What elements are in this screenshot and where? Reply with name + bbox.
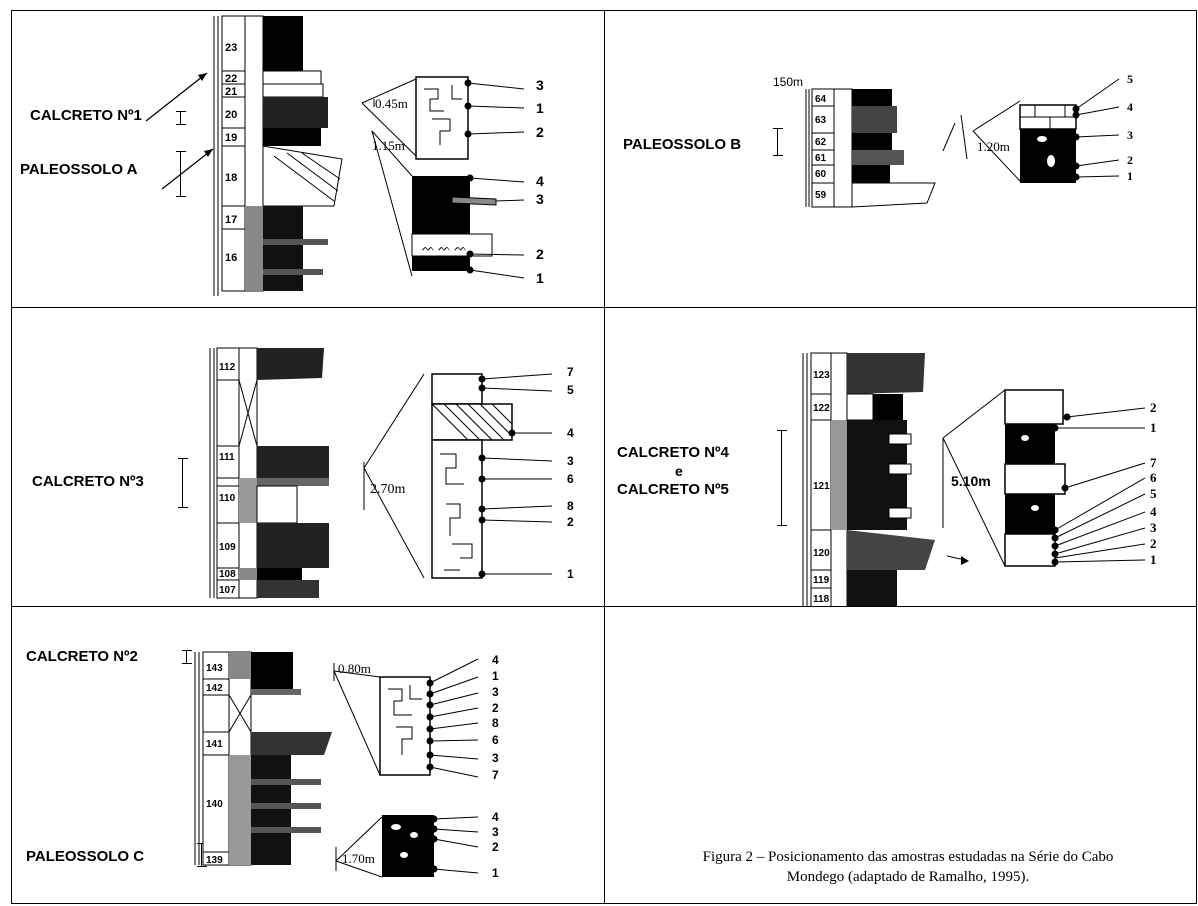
sample-d-6: 6 xyxy=(1150,470,1157,485)
sample-e-lower-1: 1 xyxy=(492,866,499,880)
sample-b-4: 4 xyxy=(1127,100,1133,114)
unit-107: 107 xyxy=(219,585,236,596)
panel-calcreto-4-5: CALCRETO Nº4 e CALCRETO Nº5 123 122 121 … xyxy=(604,307,1197,607)
unit-142: 142 xyxy=(206,683,223,694)
sample-a-lower-1: 1 xyxy=(536,270,544,286)
unit-112: 112 xyxy=(219,362,236,373)
sample-e-upper-3b: 3 xyxy=(492,751,499,765)
sample-a-lower-4: 4 xyxy=(536,173,544,189)
unit-60: 60 xyxy=(815,169,827,180)
figure-caption: Figura 2 – Posicionamento das amostras e… xyxy=(623,847,1193,887)
sample-e-upper-3: 3 xyxy=(492,685,499,699)
sample-e-upper-8: 8 xyxy=(492,716,499,730)
unit-123: 123 xyxy=(813,370,830,381)
unit-141: 141 xyxy=(206,739,223,750)
sample-c-3: 3 xyxy=(567,454,574,468)
unit-140: 140 xyxy=(206,799,223,810)
unit-64: 64 xyxy=(815,94,827,105)
sample-d-3: 3 xyxy=(1150,520,1157,535)
sample-d-2: 2 xyxy=(1150,536,1157,551)
unit-122: 122 xyxy=(813,403,830,414)
column-panel-e: 143 142 141 140 139 0.80m xyxy=(12,607,606,905)
sample-c-6: 6 xyxy=(567,472,574,486)
sample-a-lower-3: 3 xyxy=(536,191,544,207)
sample-c-5: 5 xyxy=(567,383,574,397)
unit-121: 121 xyxy=(813,481,830,492)
sample-e-lower-4: 4 xyxy=(492,810,499,824)
thickness-0-45: 0.45m xyxy=(375,96,408,111)
unit-143: 143 xyxy=(206,663,223,674)
unit-119: 119 xyxy=(813,575,830,586)
column-panel-b: 150m 64 63 62 61 60 59 xyxy=(605,11,1198,309)
unit-139: 139 xyxy=(206,855,223,866)
sample-a-upper-3: 3 xyxy=(536,77,544,93)
sample-e-lower-3: 3 xyxy=(492,825,499,839)
sample-b-2: 2 xyxy=(1127,153,1133,167)
column-panel-c: 112 111 110 109 108 107 2.70m xyxy=(12,308,606,608)
sample-c-7: 7 xyxy=(567,365,574,379)
sample-e-lower-2: 2 xyxy=(492,840,499,854)
unit-109: 109 xyxy=(219,542,236,553)
thickness-1-20: 1.20m xyxy=(977,139,1010,154)
unit-118: 118 xyxy=(813,594,830,605)
unit-120: 120 xyxy=(813,548,830,559)
panel-calcreto-2-paleossolo-c: CALCRETO Nº2 PALEOSSOLO C 143 142 141 14… xyxy=(11,606,605,904)
sample-a-upper-1: 1 xyxy=(536,100,544,116)
sample-d-4: 4 xyxy=(1150,504,1157,519)
panel-paleossolo-a: CALCRETO Nº1 PALEOSSOLO A 23 22 21 20 xyxy=(11,10,605,308)
unit-16: 16 xyxy=(225,252,237,264)
sample-a-upper-2: 2 xyxy=(536,124,544,140)
thickness-1-70: 1.70m xyxy=(342,851,375,866)
thickness-2-70: 2.70m xyxy=(370,482,406,497)
sample-e-upper-6: 6 xyxy=(492,733,499,747)
panel-paleossolo-b: PALEOSSOLO B 150m 64 63 62 61 60 59 xyxy=(604,10,1197,308)
unit-22: 22 xyxy=(225,73,237,85)
sample-c-1: 1 xyxy=(567,567,574,581)
unit-111: 111 xyxy=(219,452,235,463)
sample-d-7: 7 xyxy=(1150,455,1157,470)
sample-b-5: 5 xyxy=(1127,72,1133,86)
sample-d-2-top: 2 xyxy=(1150,400,1157,415)
column-panel-d: 123 122 121 120 119 118 5.10m xyxy=(605,308,1198,608)
column-panel-a: 23 22 21 20 19 18 17 16 xyxy=(12,11,606,309)
sample-e-upper-4: 4 xyxy=(492,653,499,667)
sample-e-upper-2: 2 xyxy=(492,701,499,715)
sample-c-2: 2 xyxy=(567,515,574,529)
sample-e-upper-1: 1 xyxy=(492,669,499,683)
thickness-5-10: 5.10m xyxy=(951,473,991,489)
unit-62: 62 xyxy=(815,137,827,148)
sample-e-upper-7: 7 xyxy=(492,768,499,782)
sample-a-lower-2: 2 xyxy=(536,246,544,262)
figure-grid: CALCRETO Nº1 PALEOSSOLO A 23 22 21 20 xyxy=(11,10,1197,904)
unit-63: 63 xyxy=(815,115,827,126)
panel-caption: Figura 2 – Posicionamento das amostras e… xyxy=(604,606,1197,904)
unit-19: 19 xyxy=(225,132,237,144)
thickness-1-15: 1.15m xyxy=(372,138,405,153)
sample-d-1: 1 xyxy=(1150,552,1157,567)
sample-c-8: 8 xyxy=(567,499,574,513)
unit-20: 20 xyxy=(225,109,237,121)
unit-21: 21 xyxy=(225,86,237,98)
sample-d-5: 5 xyxy=(1150,486,1157,501)
unit-108: 108 xyxy=(219,569,236,580)
svg-text:ᨓ ᨓ ᨓ: ᨓ ᨓ ᨓ xyxy=(422,242,467,254)
sample-b-3: 3 xyxy=(1127,128,1133,142)
thickness-0-80: 0.80m xyxy=(338,661,371,676)
unit-59: 59 xyxy=(815,190,827,201)
unit-23: 23 xyxy=(225,42,237,54)
unit-18: 18 xyxy=(225,172,237,184)
panel-calcreto-3: CALCRETO Nº3 112 111 110 109 108 107 xyxy=(11,307,605,607)
unit-110: 110 xyxy=(219,493,236,504)
unit-17: 17 xyxy=(225,214,237,226)
caption-line-2: Mondego (adaptado de Ramalho, 1995). xyxy=(623,867,1193,887)
sample-d-1-top: 1 xyxy=(1150,420,1157,435)
height-marker-150m: 150m xyxy=(773,75,803,89)
caption-line-1: Figura 2 – Posicionamento das amostras e… xyxy=(623,847,1193,867)
sample-b-1: 1 xyxy=(1127,169,1133,183)
unit-61: 61 xyxy=(815,153,827,164)
sample-c-4: 4 xyxy=(567,426,574,440)
